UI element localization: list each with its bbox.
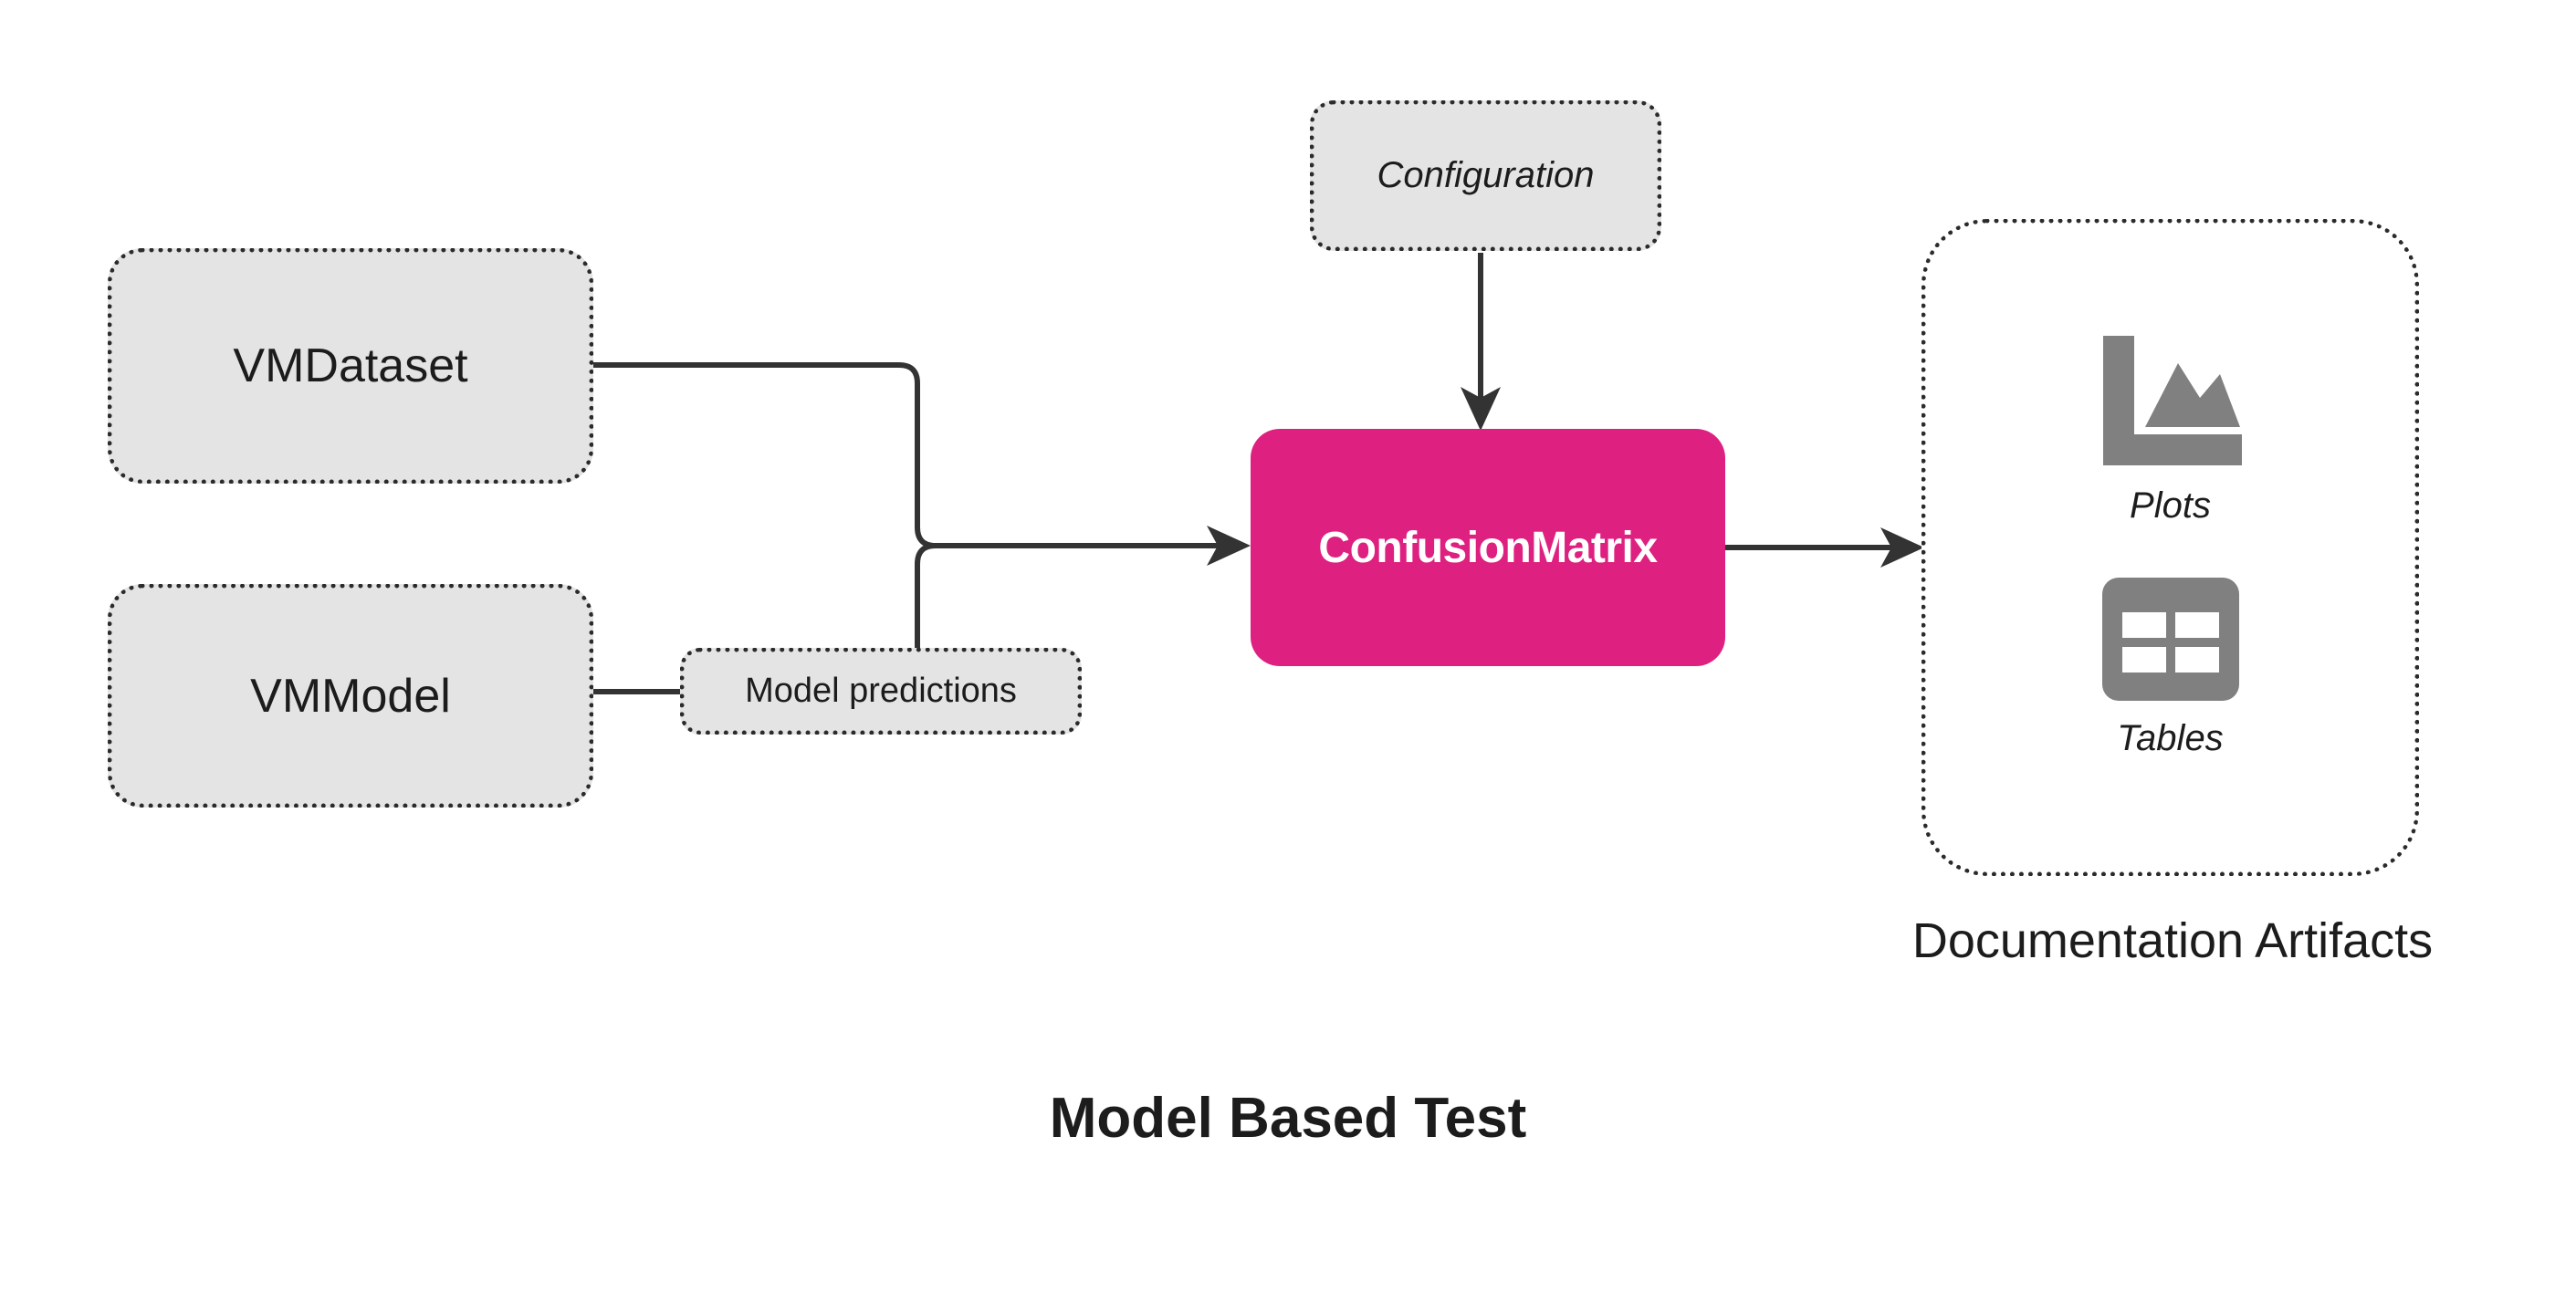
- documentation-artifacts-caption: Documentation Artifacts: [1911, 913, 2434, 968]
- diagram-title: Model Based Test: [1049, 1087, 1527, 1150]
- node-model-predictions-label: Model predictions: [745, 672, 1017, 710]
- node-confusionmatrix-label: ConfusionMatrix: [1318, 523, 1658, 572]
- artifact-plots-label: Plots: [2130, 485, 2211, 526]
- artifact-tables-label: Tables: [2117, 718, 2224, 758]
- area-chart-icon: [2098, 336, 2244, 473]
- arrowhead-into-confusionmatrix: [1207, 526, 1251, 566]
- node-confusionmatrix[interactable]: ConfusionMatrix: [1251, 429, 1725, 666]
- table-grid-icon: [2101, 578, 2239, 705]
- node-vmmodel-label: VMModel: [250, 669, 451, 723]
- edge-vmdataset-to-junction: [593, 362, 937, 548]
- arrowhead-into-confusionmatrix-top: [1461, 387, 1501, 431]
- node-configuration[interactable]: Configuration: [1310, 100, 1661, 251]
- node-vmdataset-label: VMDataset: [233, 339, 468, 392]
- artifact-tables[interactable]: Tables: [2101, 578, 2239, 759]
- documentation-artifacts-container[interactable]: Plots Tables: [1922, 219, 2419, 876]
- artifact-plots[interactable]: Plots: [2098, 336, 2244, 527]
- node-vmdataset[interactable]: VMDataset: [108, 248, 593, 484]
- node-vmmodel[interactable]: VMModel: [108, 584, 593, 808]
- node-model-predictions[interactable]: Model predictions: [680, 648, 1082, 735]
- edge-modelpredictions-to-junction: [915, 543, 937, 648]
- node-configuration-label: Configuration: [1377, 155, 1595, 195]
- arrowhead-into-artifacts: [1880, 527, 1924, 568]
